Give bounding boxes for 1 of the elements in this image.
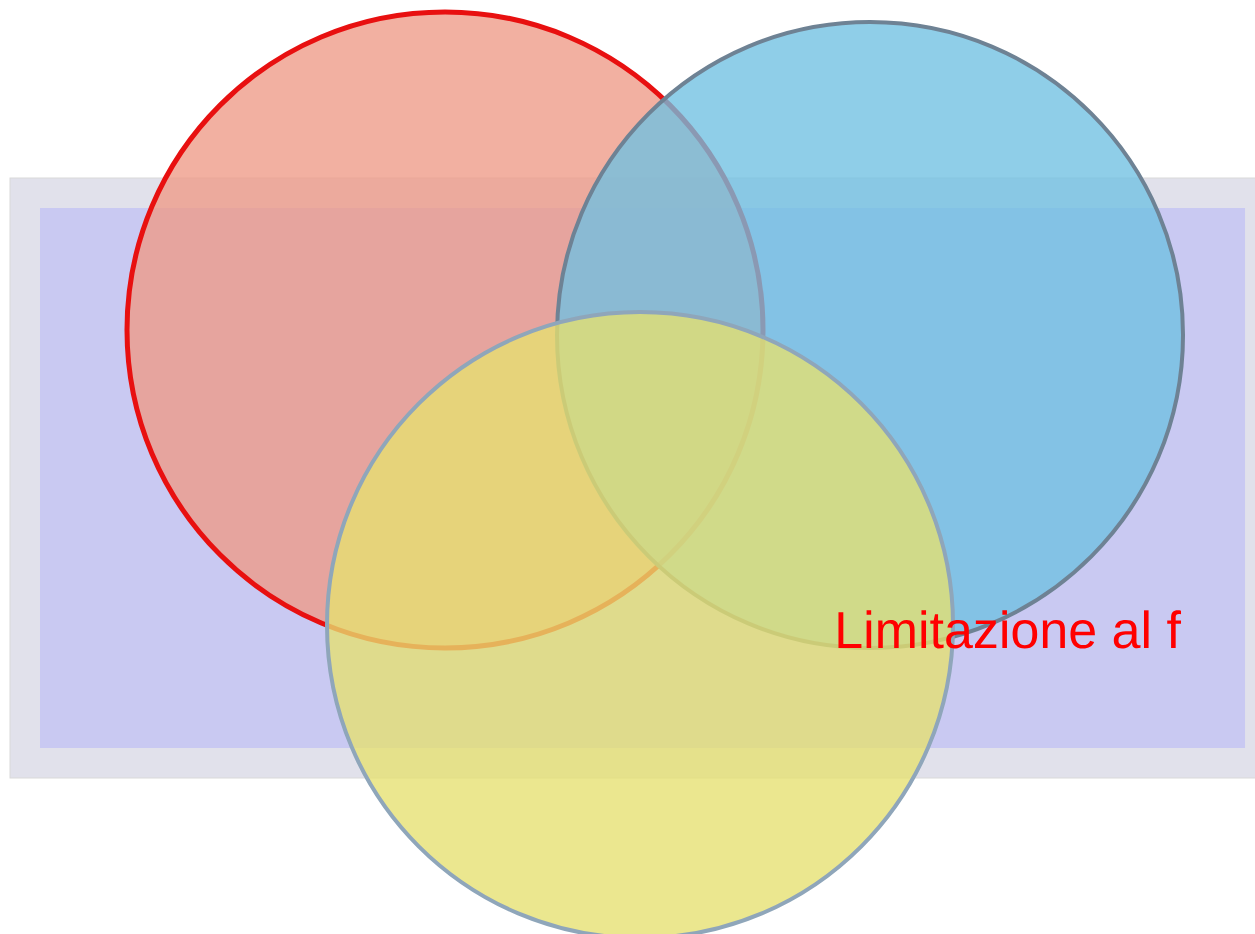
panel-label: Limitazione al f bbox=[838, 610, 1181, 649]
